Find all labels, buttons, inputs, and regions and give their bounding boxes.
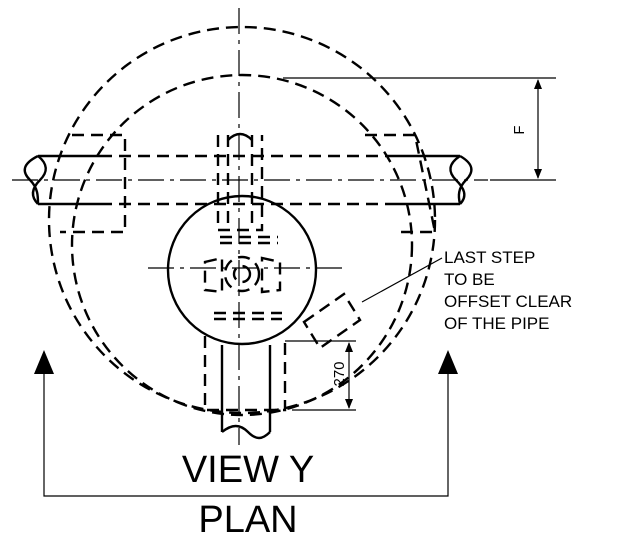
view-direction-bracket bbox=[34, 350, 458, 497]
dimension-f bbox=[283, 77, 556, 181]
horizontal-pipe bbox=[23, 154, 473, 206]
upper-vertical-pipe bbox=[216, 132, 264, 232]
view-title: VIEW Y bbox=[182, 449, 314, 491]
outer-ring-dashed bbox=[47, 25, 437, 415]
dimension-270-label: 270 bbox=[331, 361, 348, 386]
lower-vertical-pipe bbox=[203, 336, 287, 440]
dimension-f-label: F bbox=[511, 125, 528, 134]
dimension-270 bbox=[285, 340, 356, 411]
note-line-2: TO BE bbox=[444, 270, 495, 289]
inner-chamber-circle bbox=[166, 194, 318, 346]
right-pipe-support bbox=[365, 133, 437, 234]
inner-ring-dashed bbox=[70, 73, 414, 417]
note-line-1: LAST STEP bbox=[444, 248, 535, 267]
ladder-rungs bbox=[214, 235, 282, 321]
left-pipe-support bbox=[60, 133, 127, 234]
note-line-3: OFFSET CLEAR bbox=[444, 292, 572, 311]
note-leader-line bbox=[361, 257, 443, 303]
valve-fitting bbox=[203, 255, 282, 294]
view-subtitle: PLAN bbox=[198, 499, 297, 537]
note-line-4: OF THE PIPE bbox=[444, 314, 550, 333]
offset-last-step bbox=[302, 292, 362, 350]
